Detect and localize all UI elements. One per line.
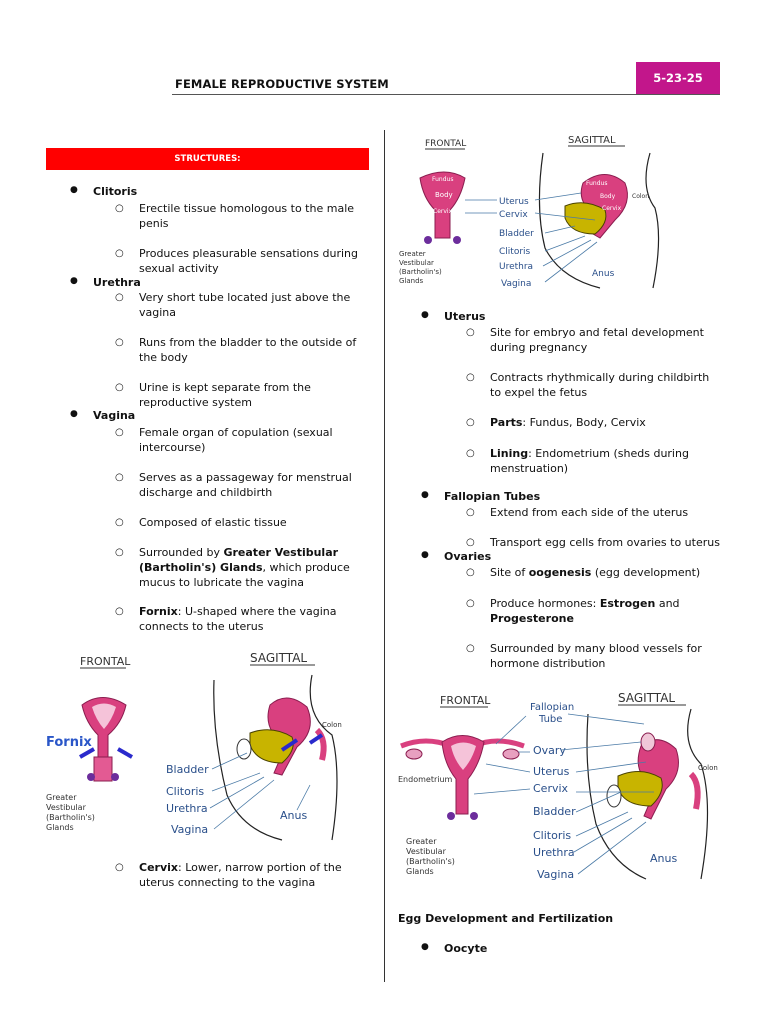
anatomy-figure-ovaries: FRONTAL SAGITTAL Endometrium Greater Ves…: [398, 691, 718, 881]
bullet-fallopian-tubes: Fallopian Tubes: [421, 490, 540, 503]
svg-text:Glands: Glands: [406, 867, 434, 876]
list-item: Produces pleasurable sensations during s…: [115, 246, 364, 276]
list-item: Transport egg cells from ovaries to uter…: [466, 535, 720, 550]
bullet-clitoris: Clitoris: [70, 185, 137, 198]
svg-text:Anus: Anus: [650, 852, 677, 865]
svg-text:Glands: Glands: [399, 277, 424, 285]
svg-text:Anus: Anus: [592, 269, 615, 279]
svg-text:Clitoris: Clitoris: [166, 785, 204, 798]
svg-text:Clitoris: Clitoris: [533, 829, 571, 842]
svg-text:SAGITTAL: SAGITTAL: [568, 135, 616, 146]
svg-text:Uterus: Uterus: [499, 197, 529, 207]
svg-text:Vagina: Vagina: [537, 868, 574, 881]
svg-text:Cervix: Cervix: [533, 782, 569, 795]
svg-text:SAGITTAL: SAGITTAL: [618, 691, 675, 705]
svg-text:Clitoris: Clitoris: [499, 247, 531, 257]
list-item: Site for embryo and fetal development du…: [466, 325, 715, 355]
list-item: Cervix: Lower, narrow portion of the ute…: [115, 860, 374, 890]
svg-text:Vestibular: Vestibular: [406, 847, 447, 856]
svg-text:Fallopian: Fallopian: [530, 702, 574, 713]
list-item: Erectile tissue homologous to the male p…: [115, 201, 359, 231]
bullet-urethra: Urethra: [70, 276, 141, 289]
svg-text:Bladder: Bladder: [533, 805, 576, 818]
svg-text:Vestibular: Vestibular: [46, 803, 87, 812]
list-item: Composed of elastic tissue: [115, 515, 359, 530]
svg-text:Bladder: Bladder: [499, 229, 534, 239]
svg-text:FRONTAL: FRONTAL: [440, 694, 491, 707]
list-item: Serves as a passageway for menstrual dis…: [115, 470, 364, 500]
svg-text:Bladder: Bladder: [166, 763, 209, 776]
svg-text:Fundus: Fundus: [432, 176, 453, 183]
svg-text:(Bartholin's): (Bartholin's): [399, 268, 442, 276]
svg-text:Vagina: Vagina: [501, 279, 531, 289]
svg-text:Colon: Colon: [322, 721, 342, 729]
svg-text:(Bartholin's): (Bartholin's): [406, 857, 455, 866]
svg-text:Urethra: Urethra: [533, 846, 575, 859]
svg-text:Anus: Anus: [280, 809, 307, 822]
page-title: FEMALE REPRODUCTIVE SYSTEM: [175, 77, 389, 91]
svg-text:Greater: Greater: [46, 793, 77, 802]
bullet-oocyte: Oocyte: [421, 942, 488, 955]
list-item: Fornix: U-shaped where the vagina connec…: [115, 604, 364, 634]
frontal-label: FRONTAL: [80, 655, 131, 668]
section-heading-egg-development: Egg Development and Fertilization: [398, 912, 614, 925]
fornix-label: Fornix: [46, 735, 92, 750]
svg-text:Greater: Greater: [406, 837, 437, 846]
svg-text:Tube: Tube: [538, 714, 562, 725]
list-item: Produce hormones: Estrogen and Progester…: [466, 596, 715, 626]
svg-text:FRONTAL: FRONTAL: [425, 139, 466, 149]
bullet-vagina: Vagina: [70, 409, 135, 422]
list-item: Contracts rhythmically during childbirth…: [466, 370, 720, 400]
list-item: Extend from each side of the uterus: [466, 505, 715, 520]
svg-text:Colon: Colon: [632, 193, 649, 200]
svg-text:Urethra: Urethra: [166, 802, 208, 815]
svg-text:Cervix: Cervix: [602, 205, 622, 212]
svg-text:Vestibular: Vestibular: [399, 259, 434, 267]
date-badge: 5-23-25: [636, 62, 720, 94]
list-item: Female organ of copulation (sexual inter…: [115, 425, 359, 455]
svg-text:Urethra: Urethra: [499, 262, 533, 272]
list-item: Urine is kept separate from the reproduc…: [115, 380, 359, 410]
list-item: Site of oogenesis (egg development): [466, 565, 715, 580]
anatomy-figure-left: FRONTAL SAGITTAL Fornix Greater Vestibul…: [46, 651, 342, 841]
svg-text:Body: Body: [435, 191, 453, 199]
list-item: Very short tube located just above the v…: [115, 290, 359, 320]
svg-text:Body: Body: [600, 193, 616, 200]
list-item: Surrounded by Greater Vestibular (Bartho…: [115, 545, 371, 590]
list-item: Surrounded by many blood vessels for hor…: [466, 641, 715, 671]
svg-text:Endometrium: Endometrium: [398, 775, 453, 784]
header-rule: [172, 94, 720, 95]
column-divider: [384, 130, 385, 982]
bullet-uterus: Uterus: [421, 310, 486, 323]
svg-text:Colon: Colon: [698, 764, 718, 772]
svg-text:Cervix: Cervix: [499, 210, 528, 220]
svg-text:Fundus: Fundus: [586, 180, 607, 187]
svg-text:Uterus: Uterus: [533, 765, 570, 778]
list-item: Runs from the bladder to the outside of …: [115, 335, 371, 365]
bullet-ovaries: Ovaries: [421, 550, 491, 563]
anatomy-figure-uterus: FRONTAL SAGITTAL Fundus Body Cervix Grea…: [399, 135, 660, 289]
list-item: Parts: Fundus, Body, Cervix: [466, 415, 715, 430]
svg-text:Greater: Greater: [399, 250, 426, 258]
sagittal-label: SAGITTAL: [250, 651, 307, 665]
list-item: Lining: Endometrium (sheds during menstr…: [466, 446, 715, 476]
svg-text:Cervix: Cervix: [433, 208, 453, 215]
svg-text:Ovary: Ovary: [533, 744, 566, 757]
svg-text:Glands: Glands: [46, 823, 74, 832]
svg-text:Vagina: Vagina: [171, 823, 208, 836]
svg-text:(Bartholin's): (Bartholin's): [46, 813, 95, 822]
structures-banner: STRUCTURES:: [46, 148, 369, 170]
